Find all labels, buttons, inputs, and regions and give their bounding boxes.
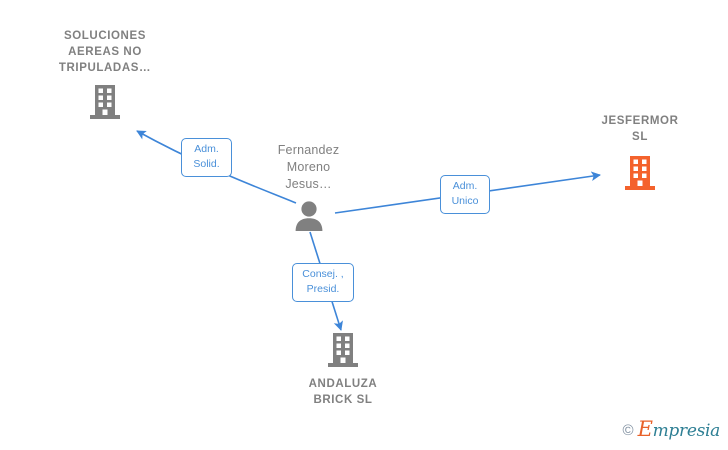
node-person-fernandez-moreno-jesus[interactable]: Fernandez Moreno Jesus… — [246, 142, 371, 231]
copyright-icon: © — [622, 422, 634, 439]
node-andaluza-brick[interactable]: ANDALUZA BRICK SL — [268, 332, 418, 408]
watermark-brand-initial: E — [637, 417, 653, 441]
edge-label-consej-presid[interactable]: Consej. , Presid. — [292, 263, 354, 302]
edge-label-adm-unico[interactable]: Adm. Unico — [440, 175, 490, 214]
node-icon-person[interactable] — [246, 200, 371, 231]
empresia-watermark: © Empresia — [622, 419, 721, 441]
watermark-brand: Empresia — [638, 419, 721, 441]
node-icon-jesfermor[interactable] — [565, 155, 715, 191]
edge-label-adm-solid[interactable]: Adm. Solid. — [181, 138, 232, 177]
office-building-icon — [328, 333, 358, 367]
office-building-icon — [625, 156, 655, 190]
node-soluciones-aereas[interactable]: SOLUCIONES AEREAS NO TRIPULADAS… — [30, 28, 180, 120]
office-building-icon — [90, 85, 120, 119]
node-jesfermor[interactable]: JESFERMOR SL — [565, 113, 715, 191]
node-label-jesfermor: JESFERMOR SL — [601, 115, 679, 143]
node-icon-andaluza[interactable] — [268, 332, 418, 368]
node-label-person: Fernandez Moreno Jesus… — [277, 143, 340, 191]
node-icon-soluciones[interactable] — [30, 84, 180, 120]
node-label-soluciones: SOLUCIONES AEREAS NO TRIPULADAS… — [58, 30, 152, 74]
person-icon — [295, 201, 322, 231]
node-label-andaluza: ANDALUZA BRICK SL — [308, 378, 378, 406]
watermark-brand-rest: mpresia — [652, 421, 721, 441]
